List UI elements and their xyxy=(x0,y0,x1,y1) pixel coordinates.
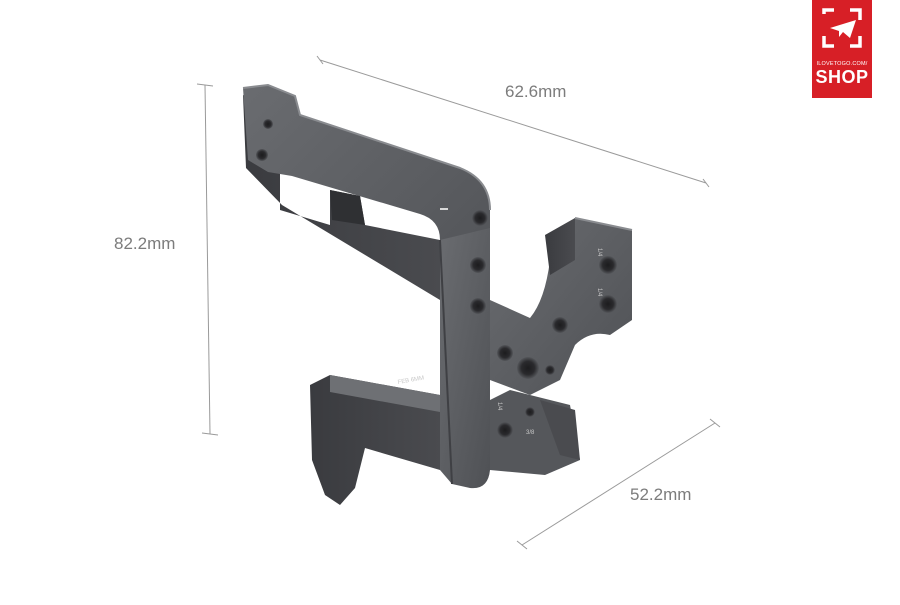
mount-hole xyxy=(599,295,617,313)
engraving-text: 1/4 xyxy=(496,402,502,411)
logo-site-text: ILOVETOGO.COM/ xyxy=(816,61,868,67)
bracket-body xyxy=(242,83,633,505)
width-dimension-line xyxy=(319,59,707,184)
mount-hole xyxy=(470,257,486,273)
mount-hole xyxy=(472,210,488,226)
mount-hole xyxy=(470,298,486,314)
dimension-lines xyxy=(196,55,721,550)
engraving-text: 3/8 xyxy=(526,430,535,436)
engraving-text: 1/4 xyxy=(596,248,602,257)
logo-icon xyxy=(822,8,862,48)
mount-hole xyxy=(599,256,617,274)
mount-hole xyxy=(525,407,535,417)
mount-hole xyxy=(545,365,555,375)
mount-hole xyxy=(497,422,513,438)
height-dimension-line xyxy=(204,84,211,435)
height-dimension-label: 82.2mm xyxy=(114,234,176,253)
width-dimension-label: 62.6mm xyxy=(505,82,567,101)
depth-dimension-label: 52.2mm xyxy=(630,485,692,504)
mount-hole xyxy=(517,357,539,379)
mounting-holes xyxy=(256,119,617,438)
shop-logo: ILOVETOGO.COM/ SHOP xyxy=(812,0,872,98)
mount-hole xyxy=(552,317,568,333)
depth-dimension-line xyxy=(521,422,716,546)
mount-hole xyxy=(256,149,268,161)
logo-shop-text: SHOP xyxy=(815,67,869,87)
engravings: 1/4 1/4 1/4 3/8 FEB 6MM xyxy=(397,248,602,436)
engraving-mark xyxy=(440,208,448,210)
engraving-text: 1/4 xyxy=(596,288,602,297)
mount-hole xyxy=(263,119,273,129)
mount-hole xyxy=(497,345,513,361)
engraving-text: FEB 6MM xyxy=(397,375,424,386)
